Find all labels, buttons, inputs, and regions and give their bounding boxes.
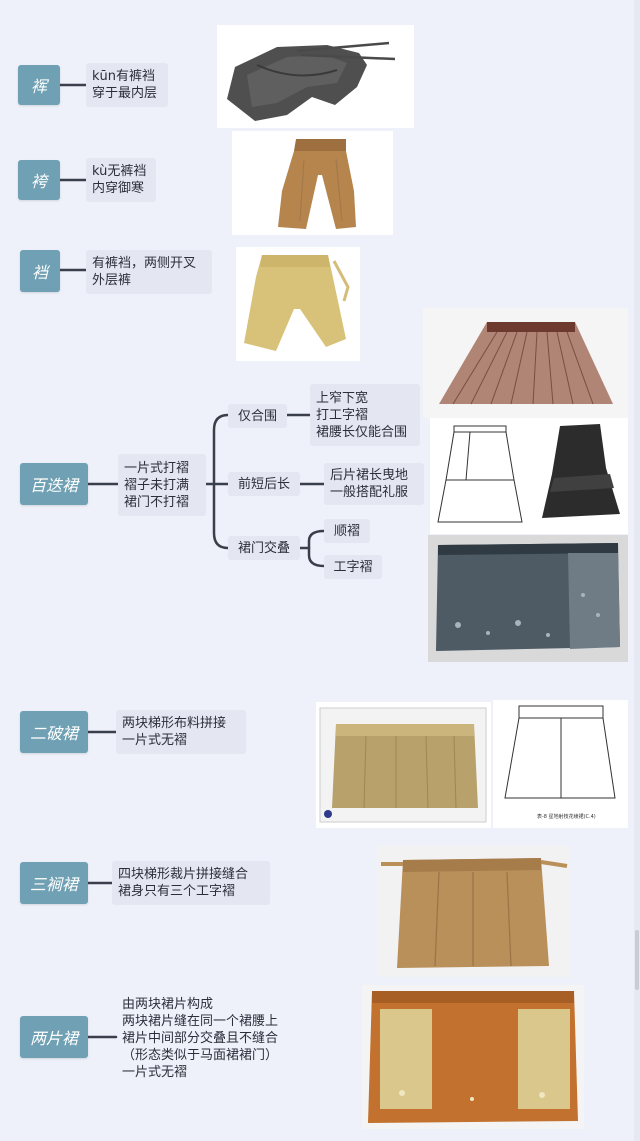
detail-line: 打工字褶 xyxy=(316,407,369,423)
sub-label: 顺褶 xyxy=(333,523,360,539)
branch-details-hewei: 上窄下宽 打工字褶 裙腰长仅能合围 xyxy=(310,384,420,446)
desc-line: 内穿御寒 xyxy=(92,181,145,196)
photo-baidie-1 xyxy=(423,308,628,418)
desc-line: 一片式无褶 xyxy=(122,733,188,748)
figure-caption: 表-8 星地射枝花绫裙(C.4) xyxy=(537,813,596,820)
photo-erpo-1 xyxy=(316,702,491,828)
branch-details-qianduanhouchang: 后片裙长曳地 一般搭配礼服 xyxy=(324,463,424,505)
topic-dang: 裆 xyxy=(20,250,60,292)
topic-liangpian: 两片裙 xyxy=(20,1016,88,1058)
topic-kun: 裈 xyxy=(18,65,60,105)
topic-dang-label: 裆 xyxy=(31,263,48,282)
branch-label: 裙门交叠 xyxy=(237,540,290,556)
photo-liangpian xyxy=(362,985,584,1129)
photo-baidie-sketch xyxy=(430,418,530,534)
desc-line: 由两块裙片构成 xyxy=(122,996,214,1012)
photo-erpo-sketch: 表-8 星地射枝花绫裙(C.4) xyxy=(493,700,628,828)
desc-erpo: 两块梯形布料拼接 一片式无褶 xyxy=(116,710,246,754)
detail-line: 后片裙长曳地 xyxy=(330,468,409,483)
sub-gongzizhe: 工字褶 xyxy=(324,555,382,579)
branch-heweI: 仅合围 xyxy=(228,404,287,428)
desc-line: 裙片中间部分交叠且不缝合 xyxy=(122,1030,279,1046)
branch-qianduanhouchang: 前短后长 xyxy=(228,472,300,496)
desc-line: 有裤裆，两侧开叉 xyxy=(92,256,197,271)
topic-liangpian-label: 两片裙 xyxy=(29,1029,78,1048)
sub-label: 工字褶 xyxy=(333,559,373,575)
topic-erpo: 二破裙 xyxy=(20,711,88,753)
branch-label: 仅合围 xyxy=(237,408,277,424)
photo-dang xyxy=(236,247,360,361)
desc-line: 裙身只有三个工字褶 xyxy=(118,884,236,899)
photo-baidie-4 xyxy=(428,535,628,662)
desc-dang: 有裤裆，两侧开叉 外层裤 xyxy=(86,250,212,294)
photo-kun xyxy=(217,25,414,128)
photo-ku xyxy=(232,131,393,235)
scrollbar-thumb[interactable] xyxy=(635,930,639,990)
desc-line: 一片式无褶 xyxy=(122,1064,188,1080)
topic-sanjian: 三裥裙 xyxy=(20,862,88,904)
detail-line: 一般搭配礼服 xyxy=(330,485,409,500)
desc-kun: kūn有裤裆 穿于最内层 xyxy=(86,63,168,107)
topic-sanjian-label: 三裥裙 xyxy=(29,875,78,894)
desc-line: 两块裙片缝在同一个裙腰上 xyxy=(122,1013,279,1029)
topic-ku-label: 袴 xyxy=(30,172,47,191)
desc-baidie: 一片式打褶 褶子未打满 裙门不打褶 xyxy=(118,454,206,516)
desc-line: 四块梯形裁片拼接缝合 xyxy=(118,867,249,882)
photo-sanjian xyxy=(377,846,570,977)
desc-line: 裙门不打褶 xyxy=(124,494,190,510)
sub-shunzhe: 顺褶 xyxy=(324,519,370,543)
branch-label: 前短后长 xyxy=(237,476,290,492)
scrollbar-track[interactable] xyxy=(634,0,640,1141)
desc-line: 一片式打褶 xyxy=(124,460,190,476)
desc-line: kù无裤裆 xyxy=(92,164,147,179)
photo-baidie-dark xyxy=(530,418,628,534)
detail-line: 裙腰长仅能合围 xyxy=(316,424,408,440)
desc-sanjian: 四块梯形裁片拼接缝合 裙身只有三个工字褶 xyxy=(112,861,270,905)
branch-qunmenjiaodie: 裙门交叠 xyxy=(228,536,300,560)
desc-line: 穿于最内层 xyxy=(92,86,158,101)
topic-baidie: 百迭裙 xyxy=(20,463,88,505)
desc-liangpian: 由两块裙片构成 两块裙片缝在同一个裙腰上 裙片中间部分交叠且不缝合 （形态类似于… xyxy=(116,992,304,1084)
topic-ku: 袴 xyxy=(18,160,60,200)
desc-line: 褶子未打满 xyxy=(124,477,190,493)
desc-line: kūn有裤裆 xyxy=(92,69,156,84)
desc-ku: kù无裤裆 内穿御寒 xyxy=(86,158,156,202)
topic-baidie-label: 百迭裙 xyxy=(29,476,78,495)
desc-line: 外层裤 xyxy=(92,273,132,288)
topic-kun-label: 裈 xyxy=(30,77,47,96)
desc-line: （形态类似于马面裙裙门） xyxy=(122,1047,279,1063)
detail-line: 上窄下宽 xyxy=(316,390,369,406)
desc-line: 两块梯形布料拼接 xyxy=(122,716,227,731)
topic-erpo-label: 二破裙 xyxy=(29,724,78,743)
